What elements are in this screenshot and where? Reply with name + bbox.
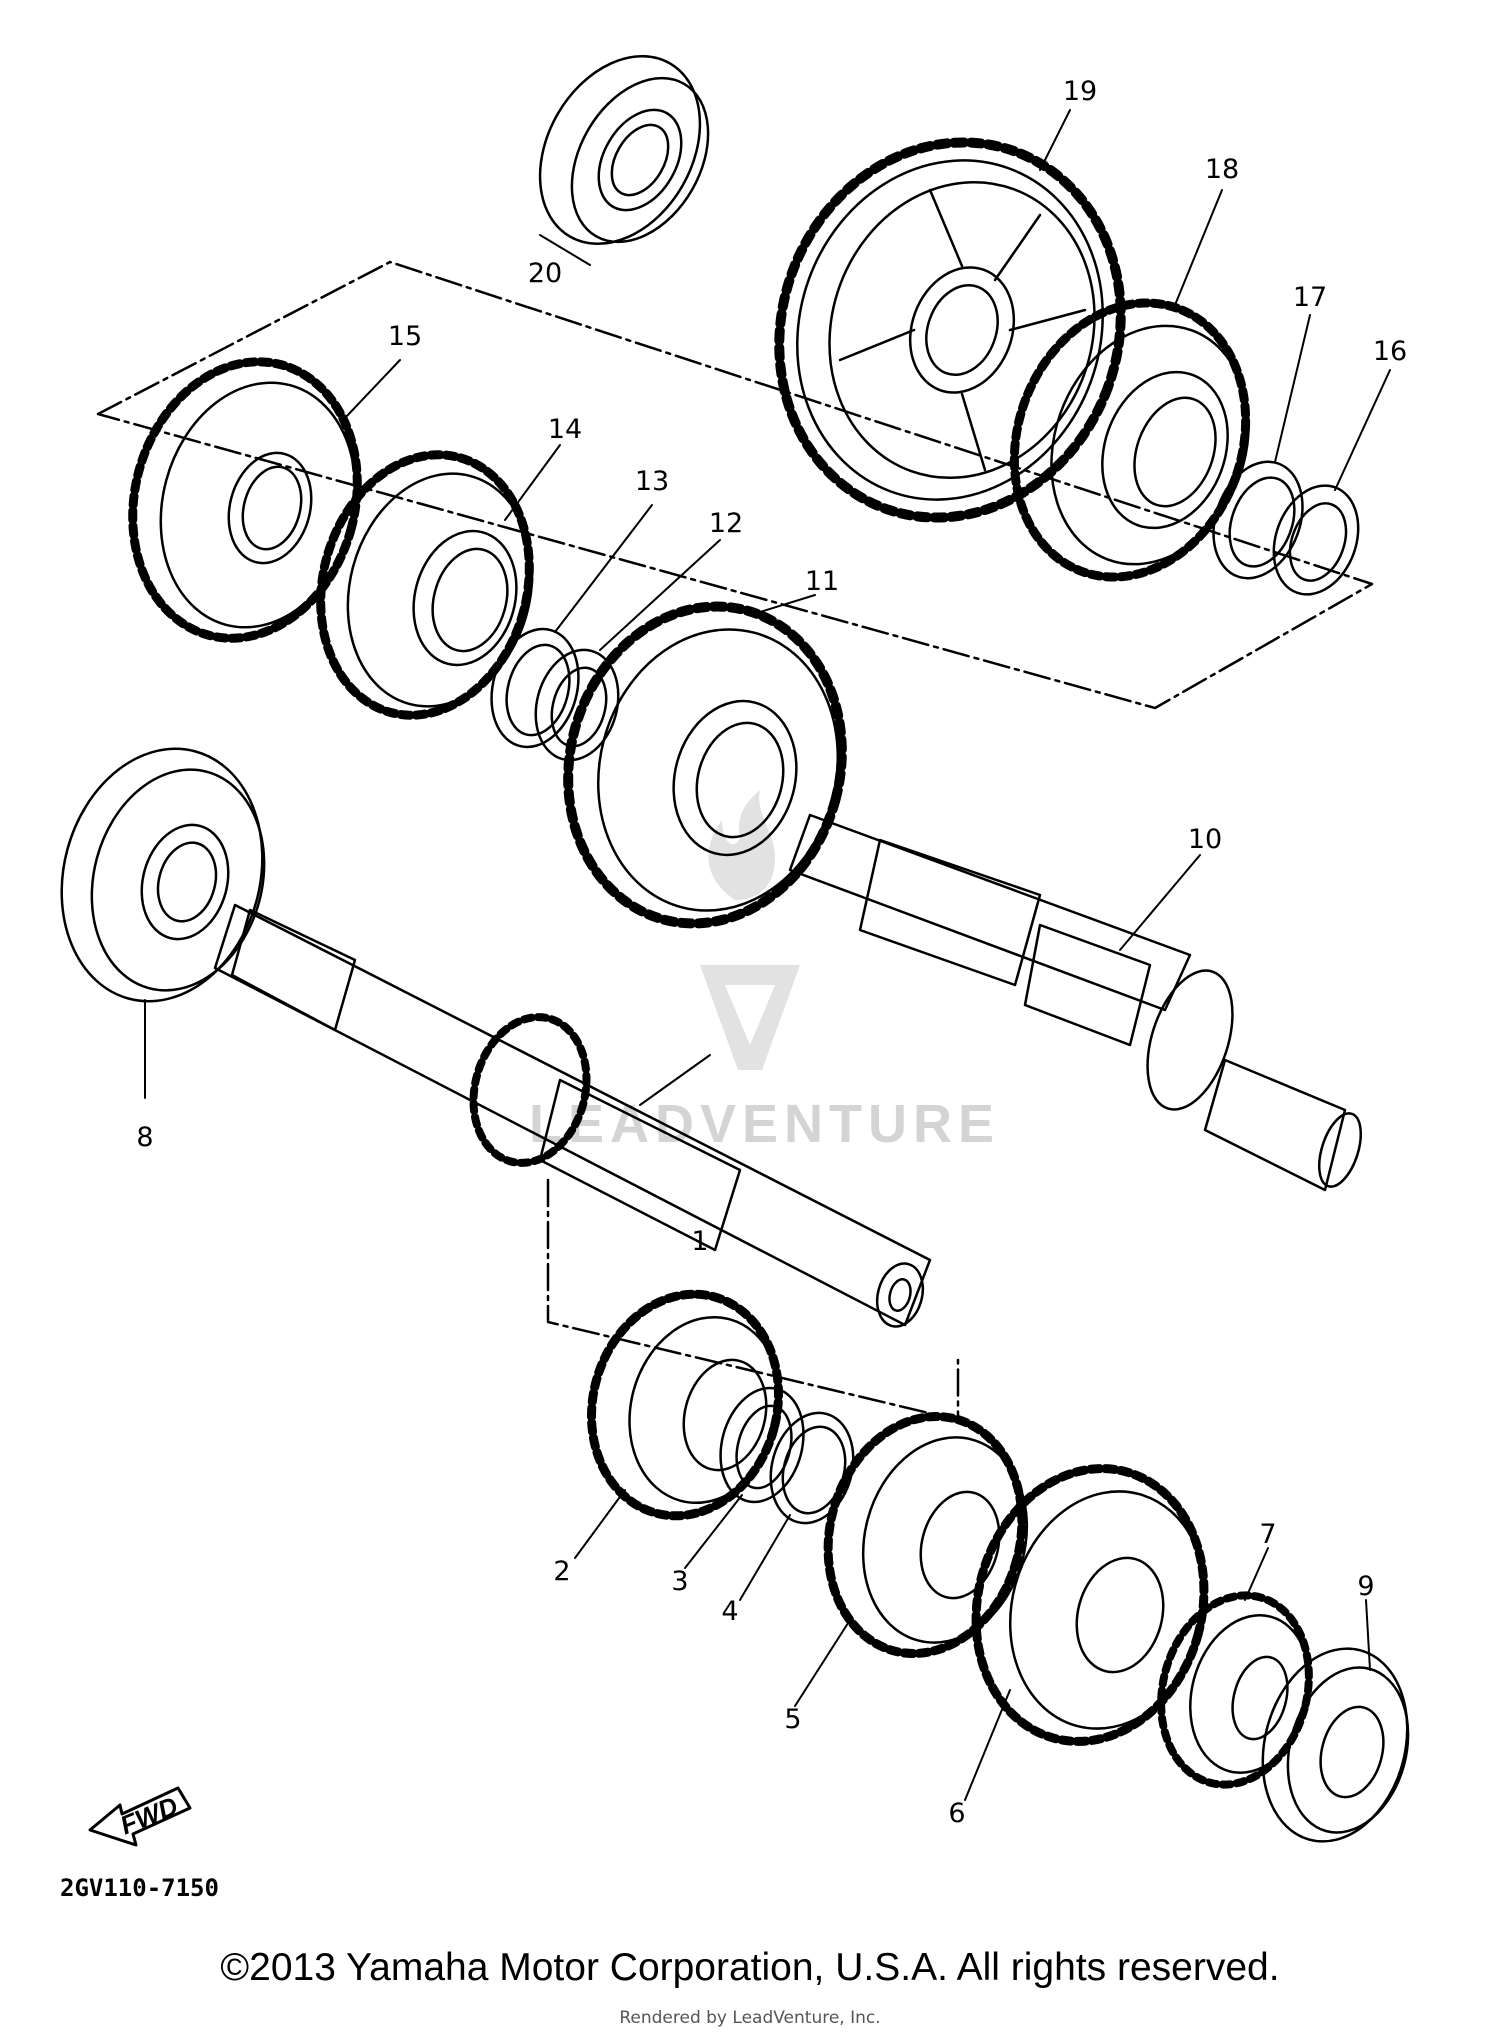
part-label-3: 3 [671, 1566, 688, 1597]
gear-6 [971, 1464, 1209, 1746]
fwd-label: FWD [116, 1790, 182, 1840]
part-label-1: 1 [691, 1226, 708, 1257]
part-label-4: 4 [721, 1596, 738, 1627]
bearing-20 [538, 54, 710, 246]
fwd-arrow-icon [88, 1786, 192, 1847]
gear-5 [823, 1412, 1029, 1658]
part-label-11: 11 [805, 566, 839, 597]
part-label-12: 12 [709, 508, 743, 539]
leader-lines [144, 109, 1391, 1801]
part-label-18: 18 [1205, 154, 1239, 185]
gear-2 [587, 1289, 783, 1521]
part-label-5: 5 [784, 1704, 801, 1735]
part-label-8: 8 [136, 1122, 153, 1153]
part-label-2: 2 [553, 1556, 570, 1587]
lower-assembly-dashed-box [546, 1178, 960, 1422]
upper-assembly-dashed-box [96, 260, 1374, 710]
part-label-6: 6 [948, 1798, 965, 1829]
part-label-15: 15 [388, 321, 422, 352]
gear-7 [1157, 1591, 1313, 1789]
washer-17 [1212, 460, 1304, 580]
circlip-3 [719, 1386, 805, 1504]
watermark-v-icon [700, 965, 800, 1070]
part-label-7: 7 [1259, 1519, 1276, 1550]
drawing-number: 2GV110-7150 [60, 1874, 219, 1902]
part-label-17: 17 [1293, 282, 1327, 313]
bearing-9 [1261, 1647, 1410, 1843]
watermark-flame-icon [708, 790, 775, 900]
rendered-by-note: Rendered by LeadVenture, Inc. [619, 2008, 881, 2028]
part-number-labels: 1 2 3 4 5 6 7 8 9 10 11 12 13 14 15 16 1… [136, 76, 1407, 1829]
gear-15 [128, 357, 362, 643]
part-label-9: 9 [1357, 1571, 1374, 1602]
part-label-10: 10 [1188, 824, 1222, 855]
part-label-14: 14 [548, 414, 582, 445]
part-label-16: 16 [1373, 336, 1407, 367]
main-axle-1 [213, 903, 932, 1328]
bearing-8 [60, 747, 266, 1003]
washer-13 [490, 627, 580, 749]
circlip-16 [1272, 484, 1360, 596]
part-label-19: 19 [1063, 76, 1097, 107]
copyright-notice: ©2013 Yamaha Motor Corporation, U.S.A. A… [220, 1946, 1280, 1989]
main-shaft-10 [788, 813, 1363, 1192]
gear-19 [774, 137, 1126, 523]
gear-11 [563, 601, 847, 929]
part-label-20: 20 [528, 258, 562, 289]
part-label-13: 13 [635, 466, 669, 497]
gear-14 [316, 450, 534, 720]
watermark-text: LEADVENTURE [529, 1094, 1000, 1154]
